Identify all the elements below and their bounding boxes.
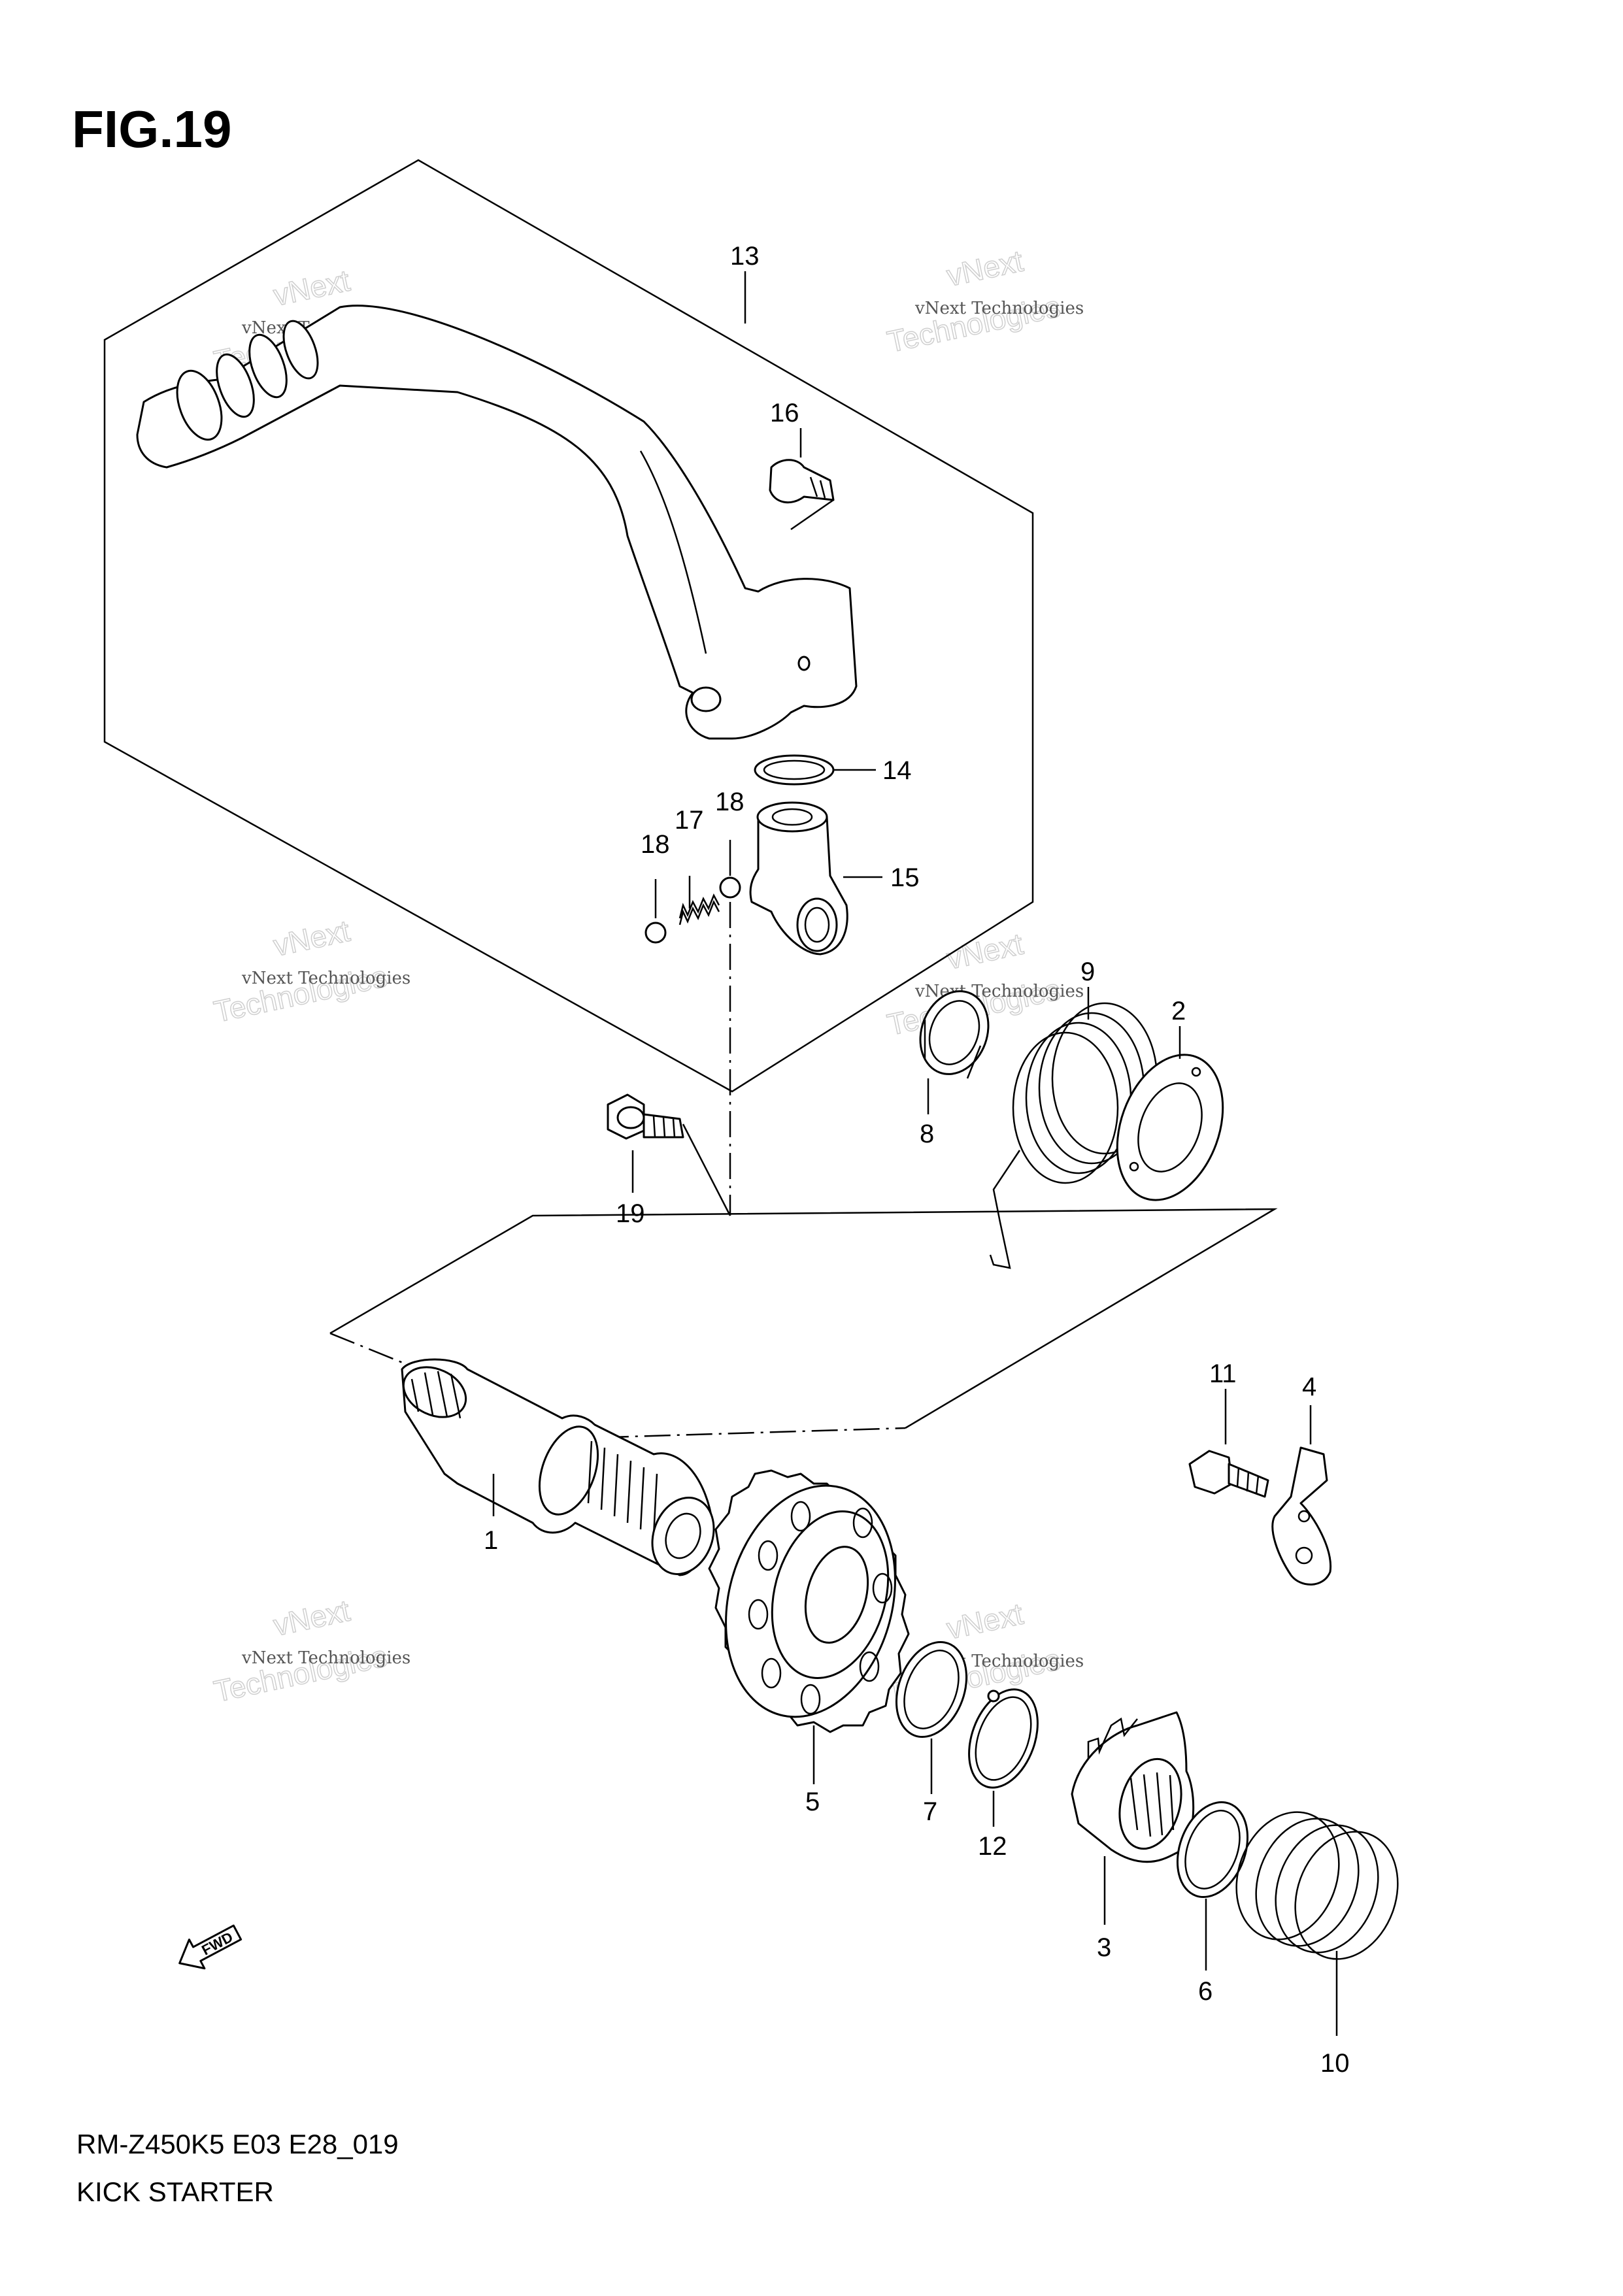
ratchet-drive <box>1071 1711 1195 1863</box>
model-code: RM-Z450K5 E03 E28_019 <box>76 2129 399 2159</box>
callout-3: 3 <box>1097 1933 1111 1962</box>
callout-11: 11 <box>1209 1359 1237 1388</box>
watermark: vNext Technologies vNext Technologies <box>210 913 410 1029</box>
lever-pinch-bolt <box>607 1093 684 1140</box>
callout-8: 8 <box>920 1120 934 1148</box>
spring-guide-plate <box>1116 1054 1224 1201</box>
lever-bolt <box>769 459 835 504</box>
shaft-assembly-outline <box>329 1208 1278 1429</box>
svg-text:FWD: FWD <box>199 1929 235 1959</box>
callout-7: 7 <box>923 1797 937 1826</box>
ratchet-guide <box>1271 1446 1332 1586</box>
guide-bolt <box>1188 1450 1269 1498</box>
callouts: 13 16 14 15 17 18 18 19 9 2 8 11 4 1 5 7… <box>484 242 1350 2078</box>
callout-5: 5 <box>805 1788 820 1816</box>
o-ring <box>754 754 835 786</box>
svg-text:vNext: vNext <box>944 1597 1026 1646</box>
svg-text:vNext: vNext <box>271 1593 353 1642</box>
steel-ball-left <box>644 922 667 944</box>
svg-text:vNext: vNext <box>944 244 1026 293</box>
callout-14: 14 <box>882 756 912 785</box>
circlip <box>968 1688 1039 1789</box>
callout-17: 17 <box>675 806 704 835</box>
forward-direction-arrow: FWD <box>178 1924 243 1970</box>
watermark: vNext Technologies vNext Technologies <box>884 243 1084 359</box>
kick-starter-shaft <box>401 1358 715 1576</box>
svg-text:vNext Technologies: vNext Technologies <box>914 299 1084 318</box>
svg-text:vNext Technologies: vNext Technologies <box>241 1648 410 1668</box>
callout-16: 16 <box>770 399 799 427</box>
kick-starter-gear <box>708 1469 910 1733</box>
figure-title: FIG.19 <box>72 100 232 158</box>
callout-12: 12 <box>978 1832 1007 1861</box>
callout-18-right: 18 <box>715 788 745 816</box>
detent-spring <box>678 893 720 925</box>
svg-text:vNext: vNext <box>271 263 353 312</box>
callout-9: 9 <box>1080 957 1095 986</box>
lever-assembly-outline <box>103 159 1034 1093</box>
watermark: vNext Technologies vNext Technologies <box>210 1593 410 1709</box>
svg-text:vNext Technologies: vNext Technologies <box>241 969 410 988</box>
callout-18-left: 18 <box>641 830 670 859</box>
callout-1: 1 <box>484 1526 498 1555</box>
callout-10: 10 <box>1320 2049 1350 2078</box>
lever-boss <box>749 801 848 956</box>
svg-text:vNext: vNext <box>271 914 353 963</box>
leader-lines <box>492 271 1338 2036</box>
kick-lever <box>136 305 858 740</box>
callout-6: 6 <box>1198 1977 1213 2006</box>
shaft-bushing <box>919 990 990 1079</box>
steel-ball-right <box>719 876 741 899</box>
callout-4: 4 <box>1302 1373 1316 1401</box>
callout-19: 19 <box>616 1199 645 1228</box>
o-ring-inner <box>763 759 826 780</box>
callout-13: 13 <box>730 242 760 271</box>
thrust-washer <box>895 1640 968 1739</box>
spring-washer <box>1176 1801 1249 1899</box>
callout-15: 15 <box>890 863 920 892</box>
ratchet-spring <box>1235 1811 1399 1960</box>
alignment-line <box>682 1123 731 1216</box>
section-name: KICK STARTER <box>76 2176 274 2207</box>
callout-2: 2 <box>1171 997 1186 1025</box>
